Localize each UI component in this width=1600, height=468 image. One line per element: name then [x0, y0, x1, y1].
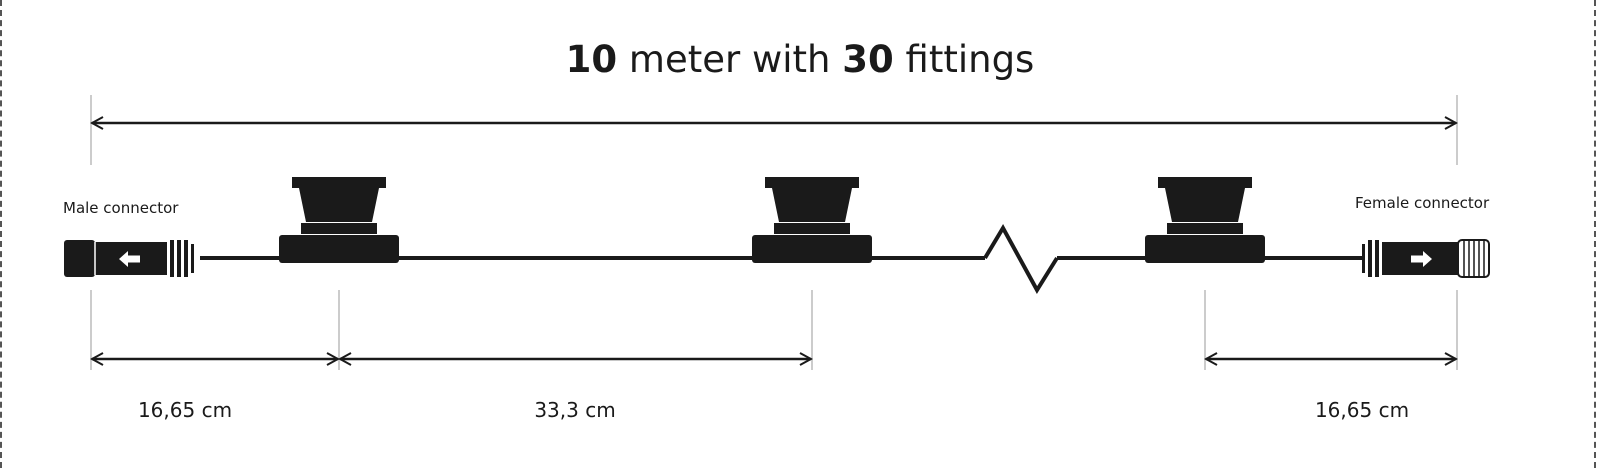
- page-border-left: [0, 0, 2, 468]
- male-connector-ribs: [170, 240, 194, 277]
- fitting-1: [279, 177, 399, 263]
- male-connector: [64, 240, 194, 277]
- spacing-dimensions: [91, 290, 1457, 370]
- fitting-3: [1145, 177, 1265, 263]
- title-fittings-value: 30: [842, 38, 894, 81]
- right-spacing-label: 16,65 cm: [1314, 398, 1410, 422]
- cable-break-icon: [983, 223, 1059, 294]
- diagram-title: 10 meter with 30 fittings: [0, 38, 1600, 81]
- arrow-right-icon: [1411, 251, 1432, 267]
- fitting-2: [752, 177, 872, 263]
- left-spacing-label: 16,65 cm: [137, 398, 233, 422]
- male-connector-label: Male connector: [63, 199, 179, 217]
- female-connector: [1362, 239, 1490, 278]
- female-connector-ribs: [1362, 240, 1379, 277]
- male-connector-cap: [64, 240, 95, 277]
- page-border-right: [1594, 0, 1596, 468]
- title-length-value: 10: [565, 38, 618, 81]
- female-connector-socket: [1457, 239, 1490, 278]
- title-length-text: meter with: [628, 38, 831, 81]
- female-connector-label: Female connector: [1355, 194, 1490, 212]
- arrow-left-icon: [119, 251, 140, 267]
- title-fittings-text: fittings: [905, 38, 1035, 81]
- total-length-dimension: [91, 95, 1457, 165]
- fitting-spacing-label: 33,3 cm: [534, 398, 616, 422]
